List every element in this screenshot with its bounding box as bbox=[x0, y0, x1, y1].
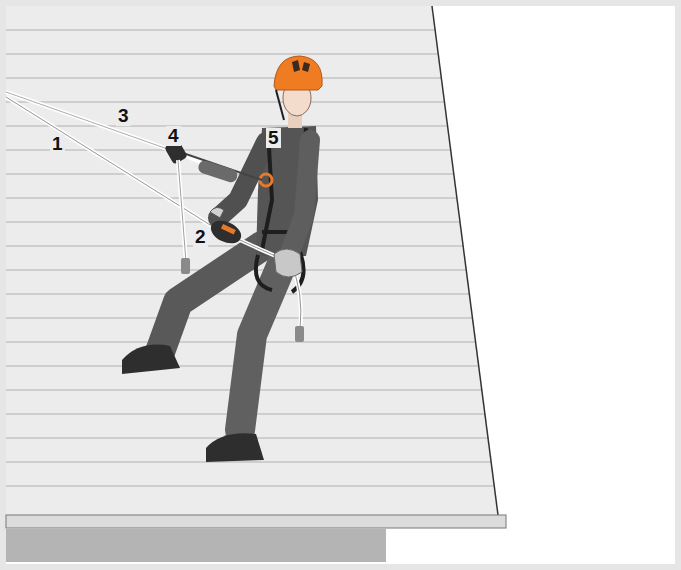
descender-handle bbox=[221, 224, 236, 234]
descender bbox=[207, 216, 244, 248]
wall bbox=[6, 529, 386, 562]
sky bbox=[6, 6, 675, 564]
shock-absorber bbox=[197, 159, 239, 184]
tail-cord bbox=[178, 160, 186, 262]
callout-number: 1 bbox=[50, 134, 65, 154]
helmet bbox=[274, 56, 322, 90]
cord-end bbox=[181, 258, 190, 274]
boot bbox=[122, 345, 180, 374]
callout-number: 2 bbox=[193, 227, 208, 247]
tail-cord-edge bbox=[178, 160, 186, 262]
eave bbox=[6, 515, 506, 528]
boot bbox=[206, 433, 264, 462]
callout-number: 5 bbox=[266, 128, 281, 148]
helmet-vents bbox=[292, 60, 310, 72]
glove bbox=[274, 249, 302, 277]
rope-3 bbox=[6, 92, 176, 152]
hand bbox=[210, 207, 224, 218]
leg bbox=[240, 250, 288, 430]
arm bbox=[288, 140, 310, 258]
callout-number: 4 bbox=[166, 126, 181, 146]
roof bbox=[6, 6, 498, 515]
roof-seams bbox=[6, 30, 494, 486]
chin-strap bbox=[276, 90, 284, 120]
rope-end bbox=[295, 326, 304, 342]
roof-edge bbox=[432, 6, 498, 515]
rope-3-edge bbox=[6, 92, 176, 152]
callout-number: 3 bbox=[116, 106, 131, 126]
